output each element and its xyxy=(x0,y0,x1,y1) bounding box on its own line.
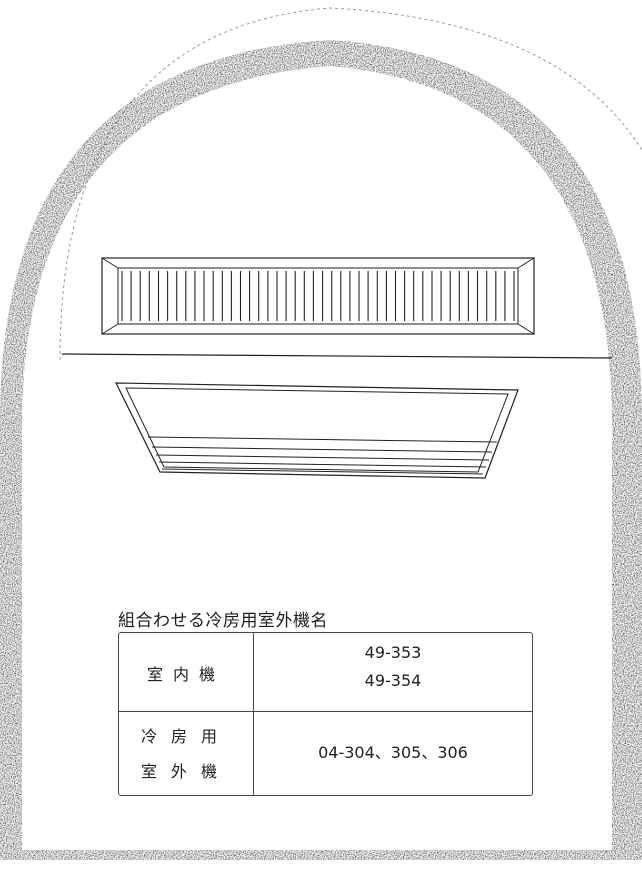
indoor-model-number: 49-354 xyxy=(364,671,422,690)
row-label-cell: 室内機 xyxy=(119,633,254,711)
row-label-cell: 冷房用 室外機 xyxy=(119,711,254,795)
indoor-model-number: 49-353 xyxy=(364,643,422,662)
row-value-cell: 04-304、305、306 xyxy=(254,711,532,795)
separator-line xyxy=(61,353,613,359)
combination-table: 室内機 49-353 49-354 冷房用 室外機 04-304、305、306 xyxy=(118,632,533,796)
outer-arch-line xyxy=(59,7,642,361)
table-row: 室内機 49-353 49-354 xyxy=(119,633,532,712)
outdoor-unit-label-line: 冷房用 xyxy=(140,727,231,746)
outdoor-model-numbers: 04-304、305、306 xyxy=(318,743,468,762)
row-value-cell: 49-353 49-354 xyxy=(254,633,532,711)
indoor-unit-label: 室内機 xyxy=(146,665,225,684)
grille-louvers xyxy=(121,271,515,321)
table-row: 冷房用 室外機 04-304、305、306 xyxy=(119,711,532,795)
combination-caption: 組合わせる冷房用室外機名 xyxy=(118,611,328,631)
outdoor-unit-label-line: 室外機 xyxy=(140,762,231,781)
panel-perspective-view xyxy=(115,382,519,479)
grille-front-view xyxy=(101,257,535,335)
